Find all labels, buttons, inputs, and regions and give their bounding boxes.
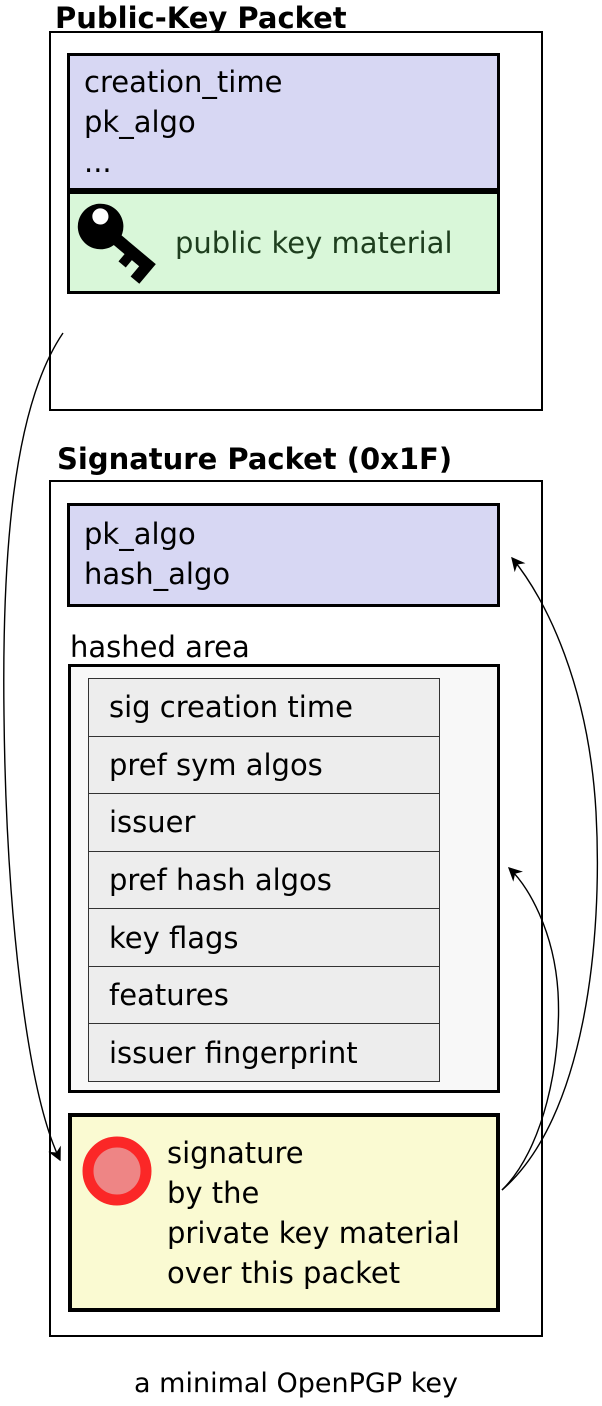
subpacket-row: pref sym algos — [89, 736, 439, 795]
signature-header-fields-box: pk_algo hash_algo — [67, 503, 500, 607]
public-key-material-box: public key material — [67, 191, 500, 294]
field-hash-algo: hash_algo — [84, 557, 231, 591]
signature-line: signature — [167, 1136, 304, 1170]
signature-packet-title: Signature Packet (0x1F) — [57, 442, 453, 476]
hashed-subpacket-list: sig creation time pref sym algos issuer … — [88, 678, 440, 1082]
field-ellipsis: ... — [84, 145, 112, 179]
signature-line: over this packet — [167, 1256, 401, 1290]
subpacket-row: issuer — [89, 794, 439, 852]
seal-icon — [75, 1129, 159, 1213]
field-creation-time: creation_time — [84, 65, 283, 99]
hashed-area-label: hashed area — [70, 630, 250, 664]
field-pk-algo: pk_algo — [84, 105, 196, 139]
signature-line: private key material — [167, 1216, 460, 1250]
subpacket-row: pref hash algos — [89, 851, 439, 910]
public-key-packet-title: Public-Key Packet — [55, 1, 347, 35]
public-key-header-fields-box: creation_time pk_algo ... — [67, 53, 500, 191]
public-key-material-label: public key material — [175, 225, 453, 260]
signature-description: signature by the private key material ov… — [167, 1133, 460, 1293]
subpacket-row: issuer fingerprint — [89, 1024, 439, 1082]
subpacket-row: sig creation time — [89, 679, 439, 737]
subpacket-row: key flags — [89, 909, 439, 967]
key-icon — [74, 198, 169, 293]
diagram-caption: a minimal OpenPGP key — [134, 1368, 458, 1399]
signature-value-box: signature by the private key material ov… — [68, 1113, 500, 1312]
field-pk-algo: pk_algo — [84, 517, 196, 551]
subpacket-row: features — [89, 966, 439, 1025]
signature-line: by the — [167, 1176, 260, 1210]
